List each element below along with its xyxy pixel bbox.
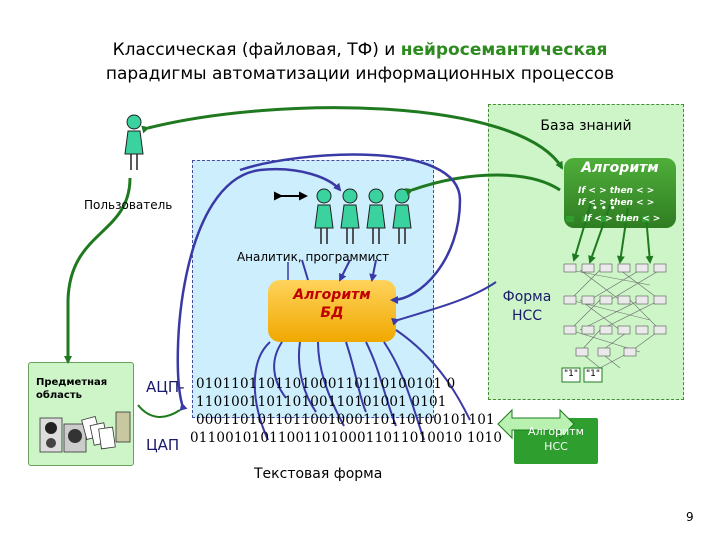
nss-form-line1: Форма — [502, 289, 552, 305]
title-line2: парадигмы автоматизации информационных п… — [105, 64, 615, 84]
nss-network — [569, 269, 661, 369]
user-label: Пользователь — [84, 198, 173, 212]
user-knowledge-arrow — [141, 106, 564, 170]
title-line1: Классическая (файловая, ТФ) и — [112, 40, 401, 60]
db-algorithm-line1: Алгоритм — [293, 287, 371, 303]
user-domain-arrow — [64, 177, 132, 364]
analyst-person-icon — [392, 188, 412, 245]
page-number: 9 — [686, 510, 694, 524]
nss-form-label: Форма НСС — [490, 288, 564, 326]
user-person-icon — [124, 114, 144, 171]
analyst-person-icon — [340, 188, 360, 245]
nss-algorithm-line2: НСС — [544, 440, 568, 453]
binary-line-1: 0101101101101000110110100101 0 — [196, 376, 456, 392]
subject-area-label: Предметная область — [36, 377, 108, 401]
adc-label: АЦП- — [146, 378, 185, 396]
nss-algorithm-line1: Алгоритм — [528, 425, 584, 438]
neuron-label-1: "1" — [563, 369, 578, 379]
dac-label: ЦАП — [146, 436, 180, 454]
analyst-label: Аналитик, программист — [236, 250, 390, 264]
analyst-person-icon — [366, 188, 386, 245]
title-highlight: нейросемантическая — [400, 40, 608, 60]
rule-3: If < > then < > — [584, 214, 661, 224]
text-nss-double-arrow — [497, 408, 575, 440]
nss-algorithm-label: Алгоритм НСС — [514, 424, 598, 454]
rule-1: If < > then < > — [578, 186, 655, 196]
analyst-person-icon — [314, 188, 334, 245]
nss-form-line2: НСС — [511, 308, 543, 324]
binary-line-3: 0001101011011001000110110100101101 — [196, 412, 495, 428]
db-algorithm-label: Алгоритм БД — [268, 286, 396, 322]
db-algorithm-line2: БД — [320, 305, 344, 321]
knowledge-base-label: База знаний — [540, 118, 632, 134]
adc-analyst-arrow — [176, 168, 342, 411]
subject-area-pictograms — [39, 411, 131, 453]
domain-adc-arrow — [137, 404, 181, 418]
binary-line-2: 110100110110100110101001 0101 — [196, 394, 447, 410]
neuron-output — [561, 367, 581, 383]
neuron-label-2: "1" — [585, 369, 600, 379]
text-form-label: Текстовая форма — [254, 466, 383, 482]
analyst-knowledge-arrow — [405, 173, 561, 196]
binary-line-4: 0110010101100110100011011010010 1010 — [190, 430, 503, 446]
rule-ellipsis: • • • — [592, 204, 616, 214]
knowledge-algorithm-label: Алгоритм — [581, 160, 659, 176]
rule-2: If < > then < > — [578, 198, 655, 208]
neuron-output — [583, 367, 603, 383]
page-title: Классическая (файловая, ТФ) и нейросеман… — [0, 38, 720, 86]
